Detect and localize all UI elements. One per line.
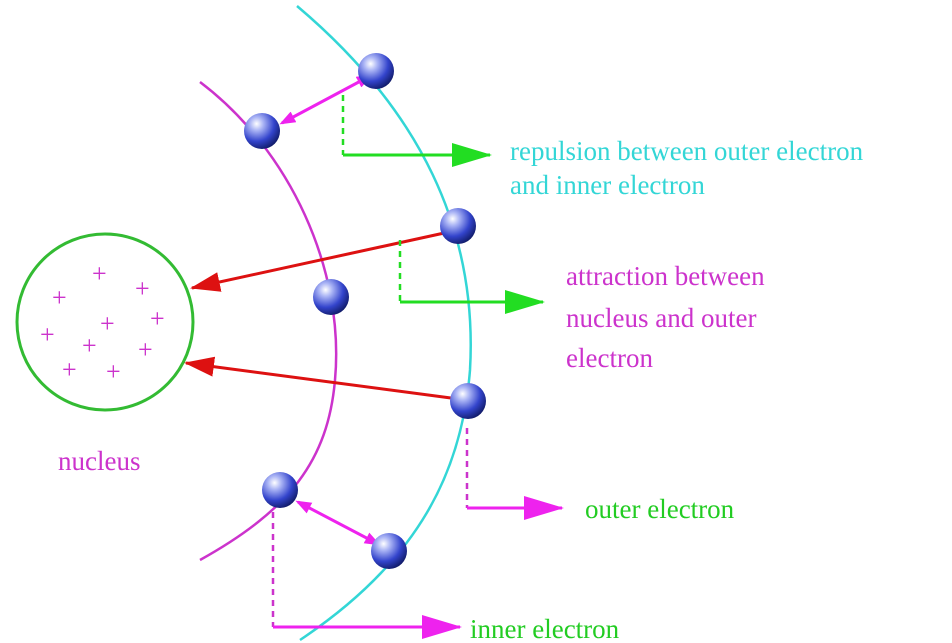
electron-outer bbox=[440, 208, 476, 244]
nucleus-charge: + bbox=[92, 259, 107, 288]
attraction-callout bbox=[398, 240, 545, 314]
attraction-arrow-lower bbox=[184, 356, 467, 402]
electron-outer bbox=[450, 383, 486, 419]
repulsion-callout bbox=[341, 95, 492, 167]
repulsion-label-line2: and inner electron bbox=[510, 170, 705, 200]
repulsion-arrow-bottom bbox=[295, 500, 381, 546]
nucleus-circle bbox=[15, 232, 195, 412]
attraction-label-line2: nucleus and outer bbox=[566, 303, 756, 333]
nucleus-charge: + bbox=[52, 283, 67, 312]
outer-electron-callout bbox=[465, 428, 564, 520]
nucleus-charge: + bbox=[135, 274, 150, 303]
electron-inner bbox=[244, 113, 280, 149]
nucleus-charge: + bbox=[138, 335, 153, 364]
nucleus: + + + + + + + + + + bbox=[15, 232, 195, 412]
electron-outer bbox=[371, 533, 407, 569]
nucleus-charge: + bbox=[106, 357, 121, 386]
inner-electron-callout bbox=[271, 512, 462, 639]
attraction-label-line3: electron bbox=[566, 343, 653, 373]
electron-inner bbox=[262, 472, 298, 508]
nucleus-charge: + bbox=[82, 331, 97, 360]
outer-electron-label: outer electron bbox=[585, 494, 735, 524]
nucleus-label: nucleus bbox=[58, 446, 140, 476]
nucleus-charge: + bbox=[62, 355, 77, 384]
repulsion-label-line1: repulsion between outer electron bbox=[510, 136, 864, 166]
attraction-label-line1: attraction between bbox=[566, 261, 765, 291]
nucleus-charge: + bbox=[40, 320, 55, 349]
attraction-arrow-upper bbox=[190, 228, 459, 292]
electron-outer bbox=[358, 53, 394, 89]
electron-inner bbox=[313, 279, 349, 315]
repulsion-arrow-top bbox=[279, 74, 373, 125]
nucleus-charge: + bbox=[100, 309, 115, 338]
inner-electron-label: inner electron bbox=[470, 614, 620, 643]
nucleus-charge: + bbox=[150, 304, 165, 333]
